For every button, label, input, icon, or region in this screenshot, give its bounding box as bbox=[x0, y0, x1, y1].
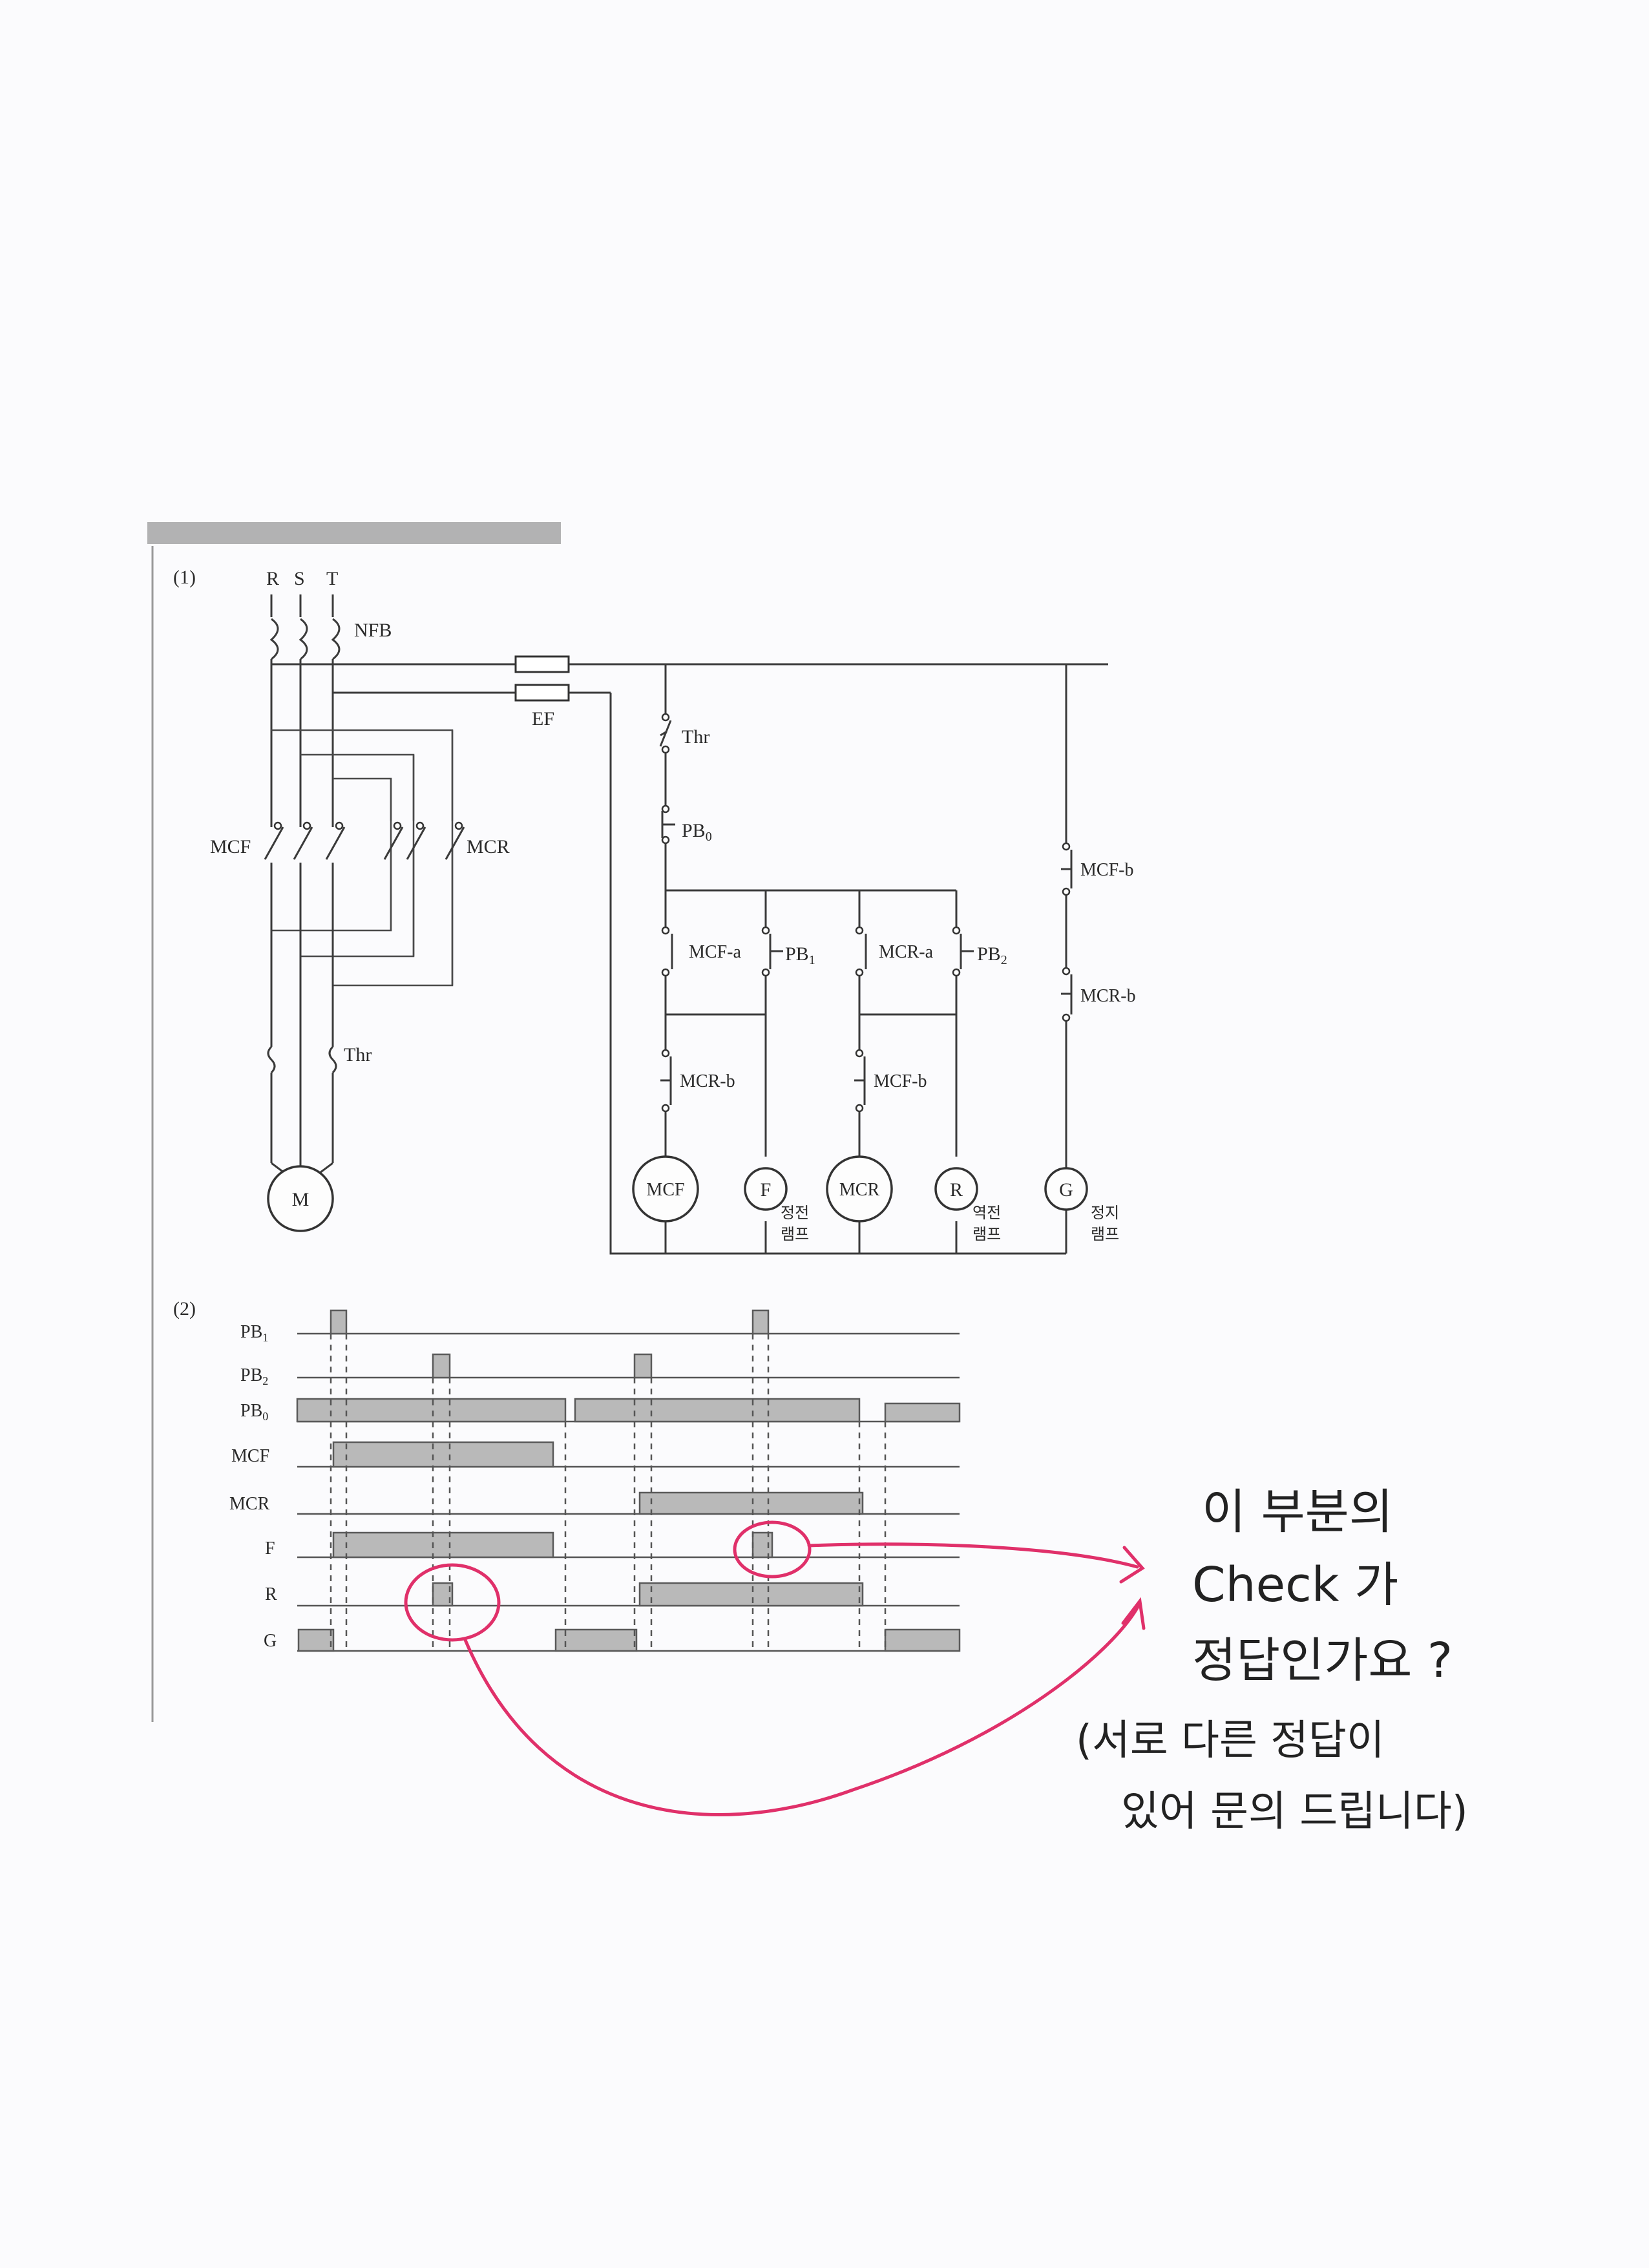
coil-mcf bbox=[632, 1155, 699, 1223]
note-line-2: Check 가 bbox=[1192, 1557, 1398, 1613]
mcr-b-lamp-label: MCR-b bbox=[1080, 986, 1136, 1006]
lamp-f-caption-1: 정전 bbox=[781, 1204, 809, 1222]
lamp-r-caption-2: 램프 bbox=[972, 1225, 1001, 1243]
handwritten-note: 이 부분의 Check 가 정답인가요 ? (서로 다른 정답이 있어 문의 드… bbox=[1076, 1484, 1468, 1836]
mcr-power-label: MCR bbox=[467, 836, 510, 857]
circle-mark-r bbox=[404, 1563, 501, 1642]
mcf-a-label: MCF-a bbox=[689, 942, 741, 962]
g-lamp-contacts bbox=[1061, 842, 1073, 1022]
pb1-label: PB1 bbox=[785, 943, 815, 967]
signal-label-pb1: PB1 bbox=[240, 1322, 268, 1344]
mcr-b-interlock-label: MCR-b bbox=[680, 1071, 735, 1091]
nfb-label: NFB bbox=[354, 620, 392, 641]
coil-mcr-label: MCR bbox=[839, 1180, 880, 1200]
interlock-contacts bbox=[660, 1049, 866, 1113]
ef-fuse-top bbox=[514, 655, 570, 673]
reverse-crosswire bbox=[271, 729, 454, 987]
handwritten-markup bbox=[404, 1520, 1146, 1816]
timing-guides bbox=[330, 1334, 887, 1651]
lamp-f-caption-2: 램프 bbox=[781, 1225, 809, 1243]
ef-label: EF bbox=[532, 708, 554, 730]
arrow-from-f bbox=[807, 1542, 1139, 1569]
phase-r-label: R bbox=[266, 568, 279, 589]
pb2-label: PB2 bbox=[977, 943, 1007, 967]
mcf-b-interlock-label: MCF-b bbox=[874, 1071, 927, 1091]
part2-label: (2) bbox=[173, 1298, 196, 1319]
motor-label: M bbox=[292, 1189, 310, 1210]
lamp-g-label: G bbox=[1059, 1179, 1073, 1201]
lamp-f-label: F bbox=[761, 1179, 772, 1201]
coil-mcf-label: MCF bbox=[646, 1180, 684, 1200]
mcf-b-lamp-label: MCF-b bbox=[1080, 860, 1133, 880]
branch-drops bbox=[664, 890, 958, 1254]
signal-label-mcf: MCF bbox=[231, 1446, 269, 1466]
lamp-r bbox=[934, 1167, 978, 1211]
signal-label-pb0: PB0 bbox=[240, 1401, 268, 1423]
phase-t-label: T bbox=[326, 568, 338, 589]
lamp-g-caption-1: 정지 bbox=[1091, 1204, 1119, 1222]
pb0-label: PB0 bbox=[682, 820, 712, 844]
arrow-from-r bbox=[463, 1604, 1140, 1816]
thr-power-label: Thr bbox=[344, 1044, 372, 1066]
circle-mark-f bbox=[733, 1520, 812, 1579]
thr-control-label: Thr bbox=[682, 726, 709, 748]
signal-label-pb2: PB2 bbox=[240, 1365, 268, 1387]
phase-s-label: S bbox=[294, 568, 305, 589]
lamp-g bbox=[1044, 1167, 1088, 1211]
thr-contact bbox=[659, 713, 672, 754]
motor-feed bbox=[270, 863, 334, 1163]
arrow-head-top bbox=[1119, 1546, 1145, 1584]
signal-label-r: R bbox=[265, 1584, 277, 1604]
signal-label-mcr: MCR bbox=[229, 1494, 270, 1514]
timing-chart: PB1 PB2 PB0 MCF MCR F R G bbox=[229, 1309, 961, 1652]
mcf-power-label: MCF bbox=[210, 836, 251, 857]
nfb-breaker bbox=[269, 618, 341, 660]
mcr-feed bbox=[390, 730, 454, 985]
power-circuit: R S T NFB EF MCF bbox=[210, 568, 1108, 1232]
motor-symbol bbox=[267, 1165, 334, 1232]
control-return-line bbox=[609, 693, 1066, 1255]
thermal-relay-element bbox=[267, 1045, 337, 1074]
part1-label: (1) bbox=[173, 567, 196, 588]
signal-label-g: G bbox=[264, 1631, 277, 1651]
mcr-contacts bbox=[383, 821, 465, 860]
control-circuit: Thr PB0 MCF-a PB1 MCR-a PB2 bbox=[609, 664, 1136, 1255]
ef-fuse-bottom bbox=[514, 684, 570, 702]
mcr-a-label: MCR-a bbox=[879, 942, 934, 962]
holding-contacts bbox=[661, 926, 974, 977]
note-line-4: (서로 다른 정답이 bbox=[1076, 1717, 1385, 1765]
lamp-r-label: R bbox=[950, 1179, 963, 1201]
pb0-contact bbox=[661, 804, 675, 845]
mcf-contacts bbox=[264, 821, 346, 860]
lamp-g-caption-2: 램프 bbox=[1091, 1225, 1119, 1243]
timing-pulses bbox=[296, 1309, 961, 1652]
lamp-f bbox=[744, 1167, 788, 1211]
note-line-3: 정답인가요 ? bbox=[1192, 1633, 1453, 1688]
coil-mcr bbox=[826, 1155, 893, 1223]
signal-label-f: F bbox=[265, 1538, 275, 1559]
note-line-5: 있어 문의 드립니다) bbox=[1121, 1788, 1468, 1836]
lamp-r-caption-1: 역전 bbox=[972, 1204, 1001, 1222]
note-line-1: 이 부분의 bbox=[1202, 1484, 1393, 1540]
arrow-head-bottom bbox=[1121, 1597, 1146, 1630]
header-bar bbox=[147, 522, 561, 544]
